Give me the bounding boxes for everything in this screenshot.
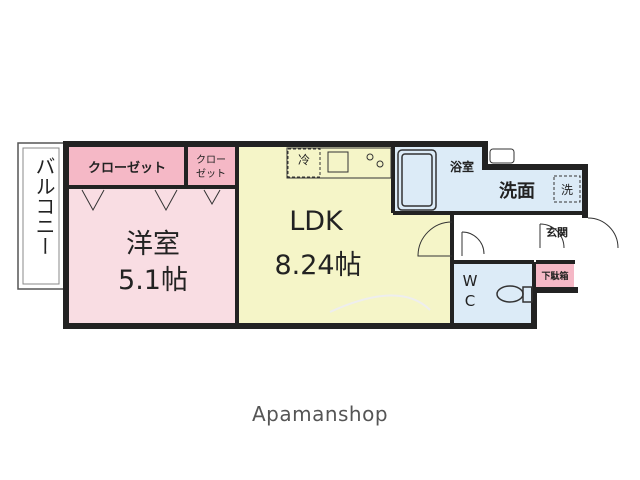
entrance-label: 玄関 xyxy=(546,225,568,239)
closet-small-label-line2: ゼット xyxy=(196,168,226,180)
door-swings xyxy=(417,217,619,257)
toilet-label-w: W xyxy=(463,272,478,290)
closet-small xyxy=(187,147,237,187)
balcony-label: バルコニー xyxy=(32,156,56,256)
apamanshop-watermark: Apamanshop xyxy=(251,402,389,426)
western-room-size: 5.1帖 xyxy=(118,265,188,296)
washer-label: 洗 xyxy=(561,183,573,197)
shoe-box xyxy=(536,263,574,287)
ldk-size: 8.24帖 xyxy=(274,250,361,281)
interior-walls xyxy=(68,146,585,324)
toilet-fixture xyxy=(496,285,533,303)
watermark-arc xyxy=(329,294,431,313)
western-room xyxy=(69,187,237,323)
wash-basin xyxy=(489,148,581,203)
western-room-name: 洋室 xyxy=(126,229,180,260)
closet-small-label-line1: クロー xyxy=(196,154,226,166)
closet-main xyxy=(69,147,185,187)
shoe-box-label: 下駄箱 xyxy=(541,270,568,282)
balcony: バルコニー xyxy=(17,142,65,290)
bath-label: 浴室 xyxy=(450,159,474,174)
washroom-label: 洗面 xyxy=(499,180,535,202)
bathtub xyxy=(397,149,437,211)
toilet-label-c: C xyxy=(465,292,475,310)
bath-room xyxy=(395,147,485,213)
walls xyxy=(63,141,588,329)
kitchen xyxy=(286,147,392,179)
ldk-name: LDK xyxy=(289,206,344,237)
fridge-label: 冷 xyxy=(298,153,310,167)
closet-doors xyxy=(81,189,221,212)
closet-main-label: クローゼット xyxy=(88,160,166,176)
wash-room xyxy=(485,167,585,213)
toilet-room xyxy=(452,263,534,323)
